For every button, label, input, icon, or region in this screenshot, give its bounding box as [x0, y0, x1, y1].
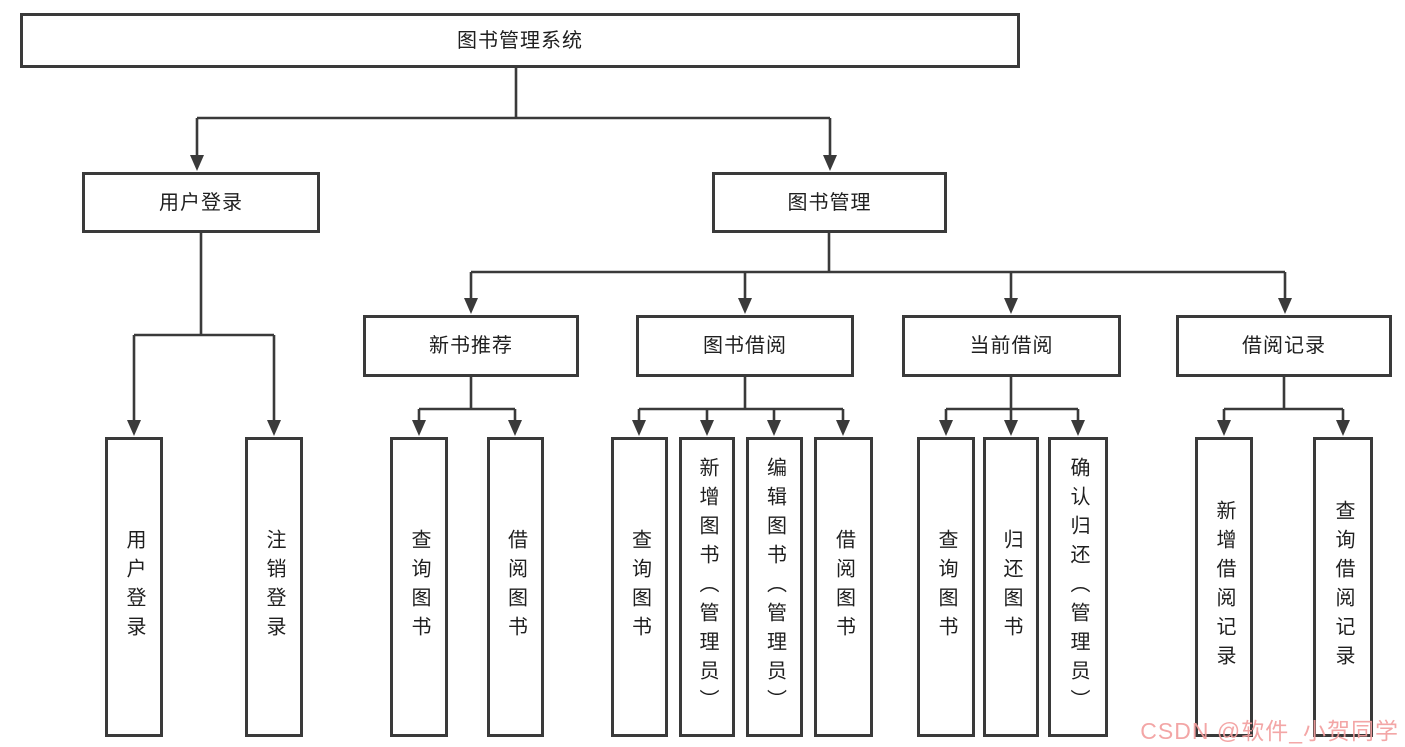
node-new-book-recommend: 新书推荐: [363, 315, 579, 377]
node-user-login-leaf: 用户登录: [105, 437, 163, 737]
node-label: 查询图书: [935, 529, 957, 645]
node-current-borrow: 当前借阅: [902, 315, 1121, 377]
node-add-borrow-record: 新增借阅记录: [1195, 437, 1253, 737]
node-label: 新增图书（管理员）: [696, 456, 718, 718]
node-label: 确认归还（管理员）: [1067, 456, 1089, 718]
node-label: 注销登录: [263, 529, 285, 645]
node-return-book: 归还图书: [983, 437, 1039, 737]
node-logout-leaf: 注销登录: [245, 437, 303, 737]
node-label: 图书管理系统: [457, 29, 583, 52]
node-label: 用户登录: [123, 529, 145, 645]
node-book-management: 图书管理: [712, 172, 947, 233]
node-library-management-system: 图书管理系统: [20, 13, 1020, 68]
node-edit-book-admin: 编辑图书（管理员）: [746, 437, 803, 737]
node-label: 查询图书: [628, 529, 651, 645]
node-borrow-records: 借阅记录: [1176, 315, 1392, 377]
node-book-borrow: 图书借阅: [636, 315, 854, 377]
node-label: 借阅图书: [504, 529, 527, 645]
node-query-books-current: 查询图书: [917, 437, 975, 737]
node-add-book-admin: 新增图书（管理员）: [679, 437, 735, 737]
node-label: 编辑图书（管理员）: [763, 456, 786, 718]
node-label: 当前借阅: [969, 335, 1054, 357]
node-query-books-borrow: 查询图书: [611, 437, 668, 737]
node-label: 用户登录: [159, 191, 243, 214]
node-label: 新书推荐: [429, 335, 513, 357]
node-label: 借阅图书: [832, 529, 855, 645]
node-label: 图书管理: [787, 191, 872, 214]
node-borrow-book-recommend: 借阅图书: [487, 437, 544, 737]
node-label: 查询借阅记录: [1332, 500, 1354, 674]
node-label: 查询图书: [408, 529, 430, 645]
node-borrow-book-leaf: 借阅图书: [814, 437, 873, 737]
node-user-login-branch: 用户登录: [82, 172, 320, 233]
node-confirm-return-admin: 确认归还（管理员）: [1048, 437, 1108, 737]
node-label: 归还图书: [1000, 529, 1022, 645]
node-query-borrow-record: 查询借阅记录: [1313, 437, 1373, 737]
node-label: 新增借阅记录: [1213, 500, 1235, 674]
node-label: 借阅记录: [1242, 335, 1326, 357]
node-label: 图书借阅: [703, 335, 787, 357]
node-query-books-recommend: 查询图书: [390, 437, 448, 737]
